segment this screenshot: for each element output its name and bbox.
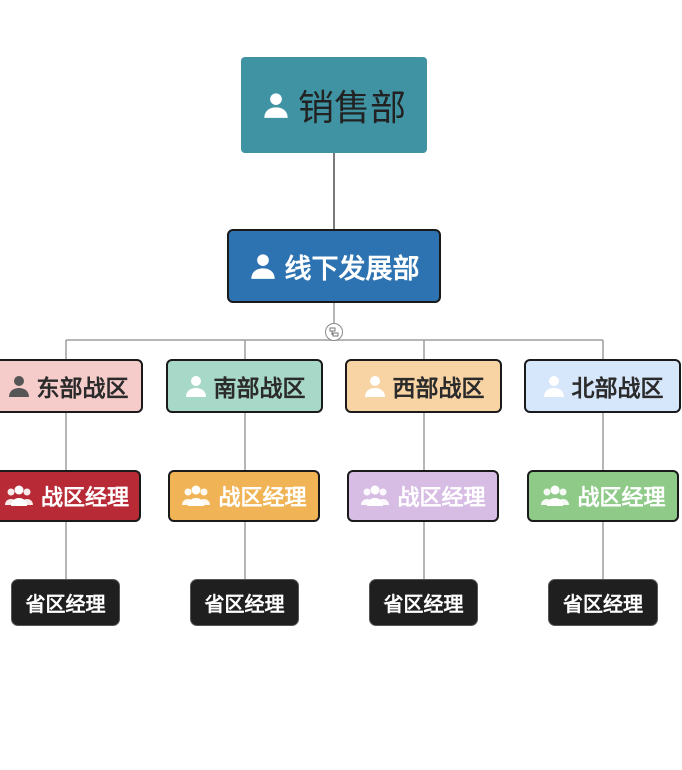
provincial-node-west[interactable]: 省区经理 bbox=[369, 579, 478, 626]
group-icon bbox=[181, 484, 211, 508]
provincial-label: 省区经理 bbox=[383, 592, 464, 616]
dept-label: 线下发展部 bbox=[284, 253, 420, 285]
manager-node-north[interactable]: 战区经理 bbox=[527, 470, 679, 522]
group-icon bbox=[360, 484, 390, 508]
collapse-toggle-icon[interactable] bbox=[325, 323, 343, 341]
region-node-west[interactable]: 西部战区 bbox=[345, 359, 502, 413]
region-node-north[interactable]: 北部战区 bbox=[524, 359, 681, 413]
provincial-node-south[interactable]: 省区经理 bbox=[190, 579, 299, 626]
manager-label: 战区经理 bbox=[218, 486, 307, 511]
person-icon bbox=[363, 374, 387, 398]
group-icon bbox=[4, 484, 34, 508]
root-label: 销售部 bbox=[297, 88, 406, 129]
person-icon bbox=[249, 252, 277, 280]
provincial-label: 省区经理 bbox=[563, 592, 643, 616]
region-label: 南部战区 bbox=[213, 376, 306, 402]
dept-node[interactable]: 线下发展部 bbox=[227, 229, 441, 303]
manager-node-west[interactable]: 战区经理 bbox=[347, 470, 499, 522]
region-node-south[interactable]: 南部战区 bbox=[166, 359, 323, 413]
root-node[interactable]: 销售部 bbox=[241, 57, 427, 153]
provincial-label: 省区经理 bbox=[204, 592, 285, 616]
group-icon bbox=[540, 484, 570, 508]
manager-label: 战区经理 bbox=[577, 486, 666, 511]
manager-node-south[interactable]: 战区经理 bbox=[168, 470, 320, 522]
person-icon bbox=[542, 374, 566, 398]
provincial-node-north[interactable]: 省区经理 bbox=[548, 579, 658, 626]
provincial-label: 省区经理 bbox=[25, 592, 106, 616]
region-label: 西部战区 bbox=[392, 376, 485, 402]
region-label: 北部战区 bbox=[571, 376, 664, 402]
region-label: 东部战区 bbox=[36, 376, 129, 402]
person-icon bbox=[7, 374, 31, 398]
person-icon bbox=[184, 374, 208, 398]
person-icon bbox=[262, 91, 290, 119]
region-node-east[interactable]: 东部战区 bbox=[0, 359, 143, 413]
manager-label: 战区经理 bbox=[397, 486, 486, 511]
provincial-node-east[interactable]: 省区经理 bbox=[11, 579, 120, 626]
manager-label: 战区经理 bbox=[40, 486, 129, 511]
manager-node-east[interactable]: 战区经理 bbox=[0, 470, 141, 522]
